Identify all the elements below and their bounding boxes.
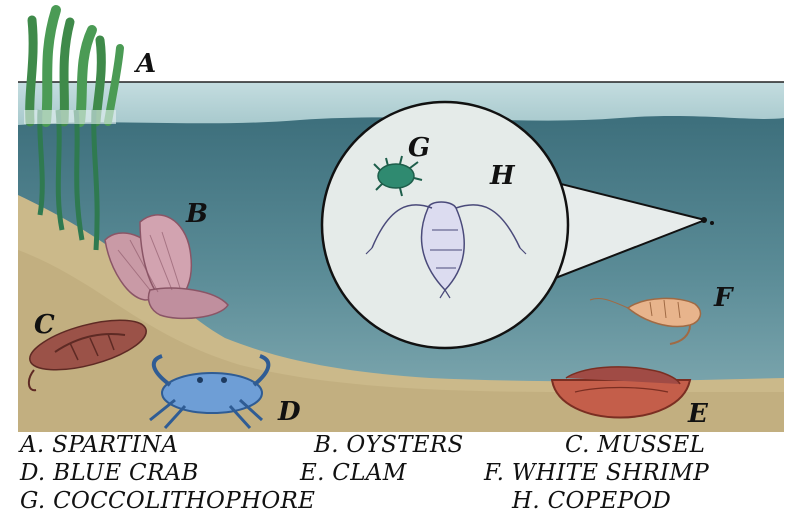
label-f: F <box>713 283 734 313</box>
legend-item-d: D. BLUE CRAB <box>20 460 199 486</box>
legend-item-c: C. MUSSEL <box>565 432 705 458</box>
legend-item-g: G. COCCOLITHOPHORE <box>20 488 315 514</box>
label-a: A <box>133 49 156 79</box>
label-c: C <box>34 310 55 340</box>
legend-item-a: A. SPARTINA <box>20 432 178 458</box>
legend-item-h: H. COPEPOD <box>512 488 671 514</box>
label-b: B <box>185 199 208 229</box>
legend: A. SPARTINA B. OYSTERS C. MUSSEL D. BLUE… <box>0 432 792 517</box>
label-g: G <box>408 133 430 163</box>
label-h: H <box>489 161 516 191</box>
legend-row-2: D. BLUE CRAB E. CLAM F. WHITE SHRIMP <box>0 460 792 490</box>
legend-item-f: F. WHITE SHRIMP <box>484 460 709 486</box>
legend-item-b: B. OYSTERS <box>314 432 464 458</box>
legend-item-e: E. CLAM <box>300 460 407 486</box>
label-d: D <box>277 397 301 427</box>
legend-row-3: G. COCCOLITHOPHORE H. COPEPOD <box>0 488 792 518</box>
legend-row-1: A. SPARTINA B. OYSTERS C. MUSSEL <box>0 432 792 462</box>
label-e: E <box>687 399 709 429</box>
